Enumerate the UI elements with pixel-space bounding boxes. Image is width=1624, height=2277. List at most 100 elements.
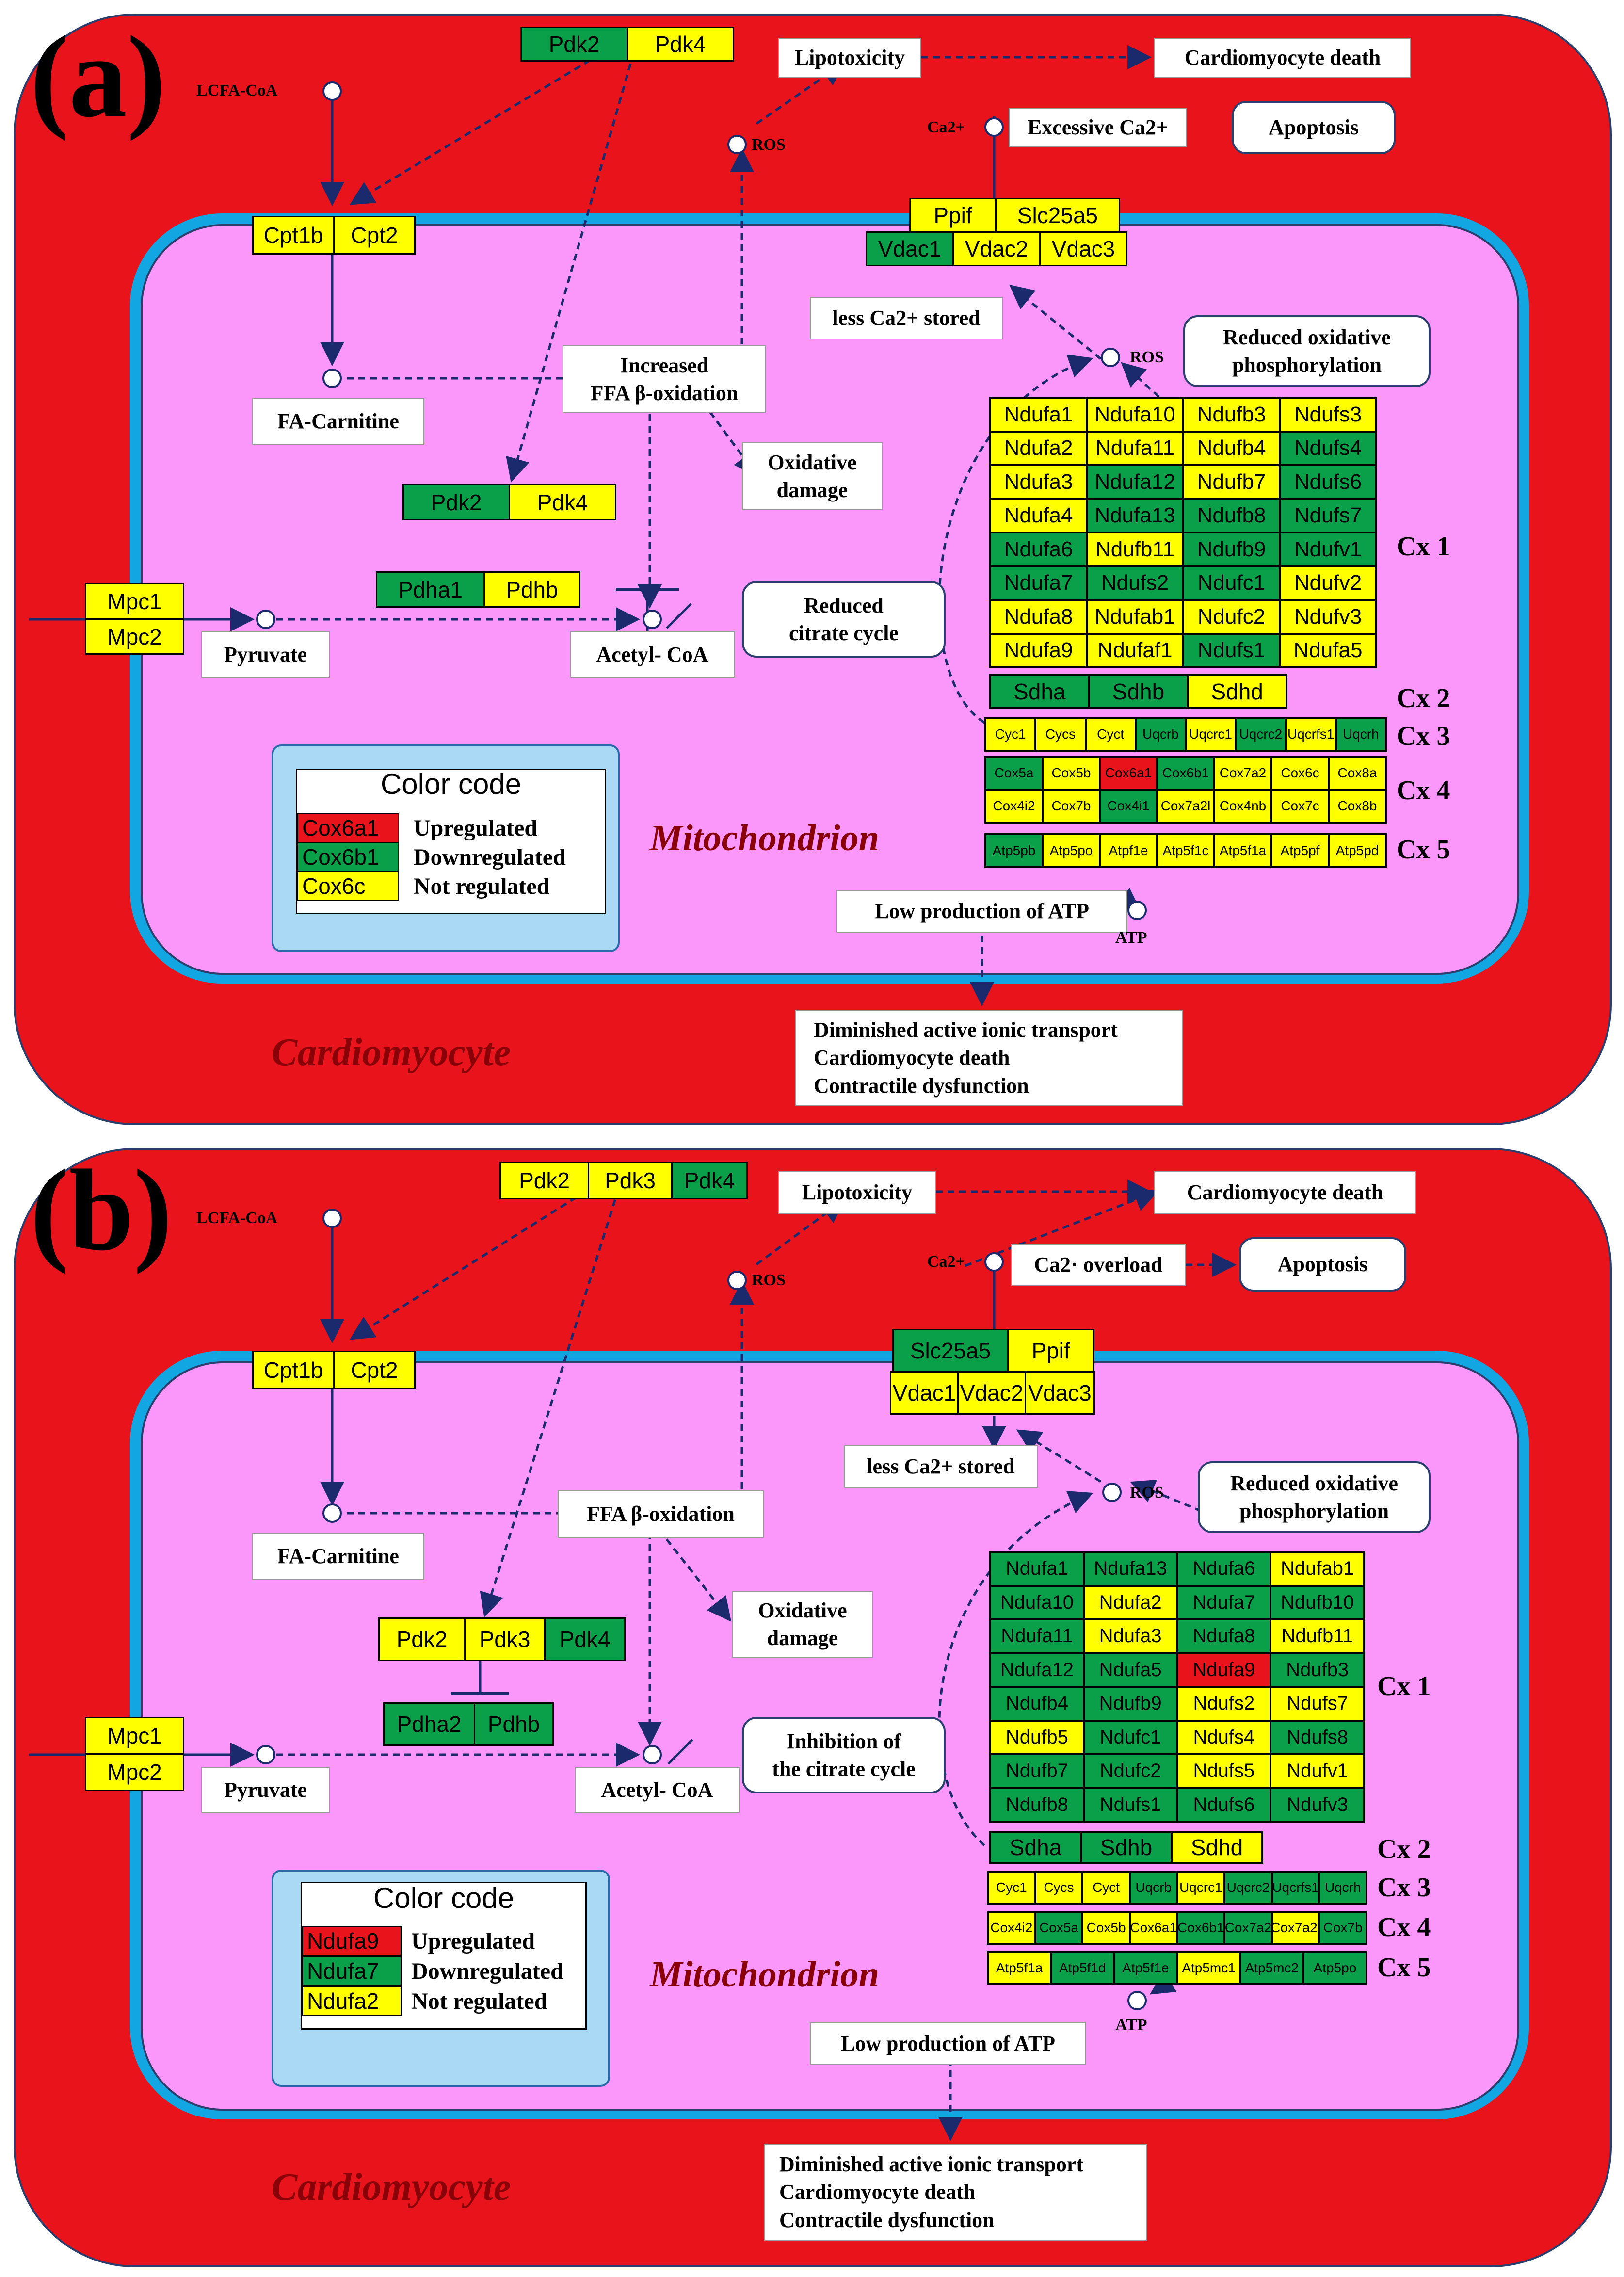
gene-cell: Ndufb11 bbox=[1270, 1619, 1364, 1653]
cardiomyocyte-label: Cardiomyocyte bbox=[272, 2166, 511, 2209]
gene-cell: Uqcrh bbox=[1319, 1872, 1367, 1904]
cx-label: Cx 3 bbox=[1377, 1873, 1431, 1903]
gene-cell: Cox7a2 bbox=[1214, 757, 1271, 790]
color-legend: Color code Cox6a1 Cox6b1 Cox6c Upregulat… bbox=[296, 768, 606, 914]
gene-cell: Ndufb10 bbox=[1270, 1585, 1364, 1619]
legend-title: Color code bbox=[373, 1882, 515, 1914]
legend-swatch-down: Ndufa7 bbox=[302, 1956, 402, 1986]
gene-cell: Ndufs4 bbox=[1177, 1720, 1271, 1754]
gene-cell: Atp5mc2 bbox=[1240, 1952, 1303, 1984]
legend-swatch-none: Ndufa2 bbox=[302, 1986, 402, 2016]
legend-label: Downregulated bbox=[414, 844, 566, 870]
gene-cell: Atpf1e bbox=[1100, 834, 1157, 867]
consequences-box: Diminished active ionic transport Cardio… bbox=[795, 1010, 1183, 1106]
gene-cell: Ndufa5 bbox=[1083, 1653, 1177, 1687]
gene-cell: Ndufa9 bbox=[990, 633, 1087, 667]
gene-cell: Uqcrb bbox=[1135, 718, 1186, 751]
gene-cell: Ndufs7 bbox=[1280, 499, 1376, 533]
gene-cell: Sdhd bbox=[1172, 1832, 1262, 1863]
gene-cell: Cox5a bbox=[1035, 1912, 1083, 1944]
gene-cell: Cycs bbox=[1035, 718, 1086, 751]
gene-cell: Sdhb bbox=[1081, 1832, 1172, 1863]
legend-label: Downregulated bbox=[411, 1958, 563, 1984]
legend-label: Not regulated bbox=[414, 873, 550, 899]
gene-cell: Ndufa12 bbox=[1087, 465, 1183, 499]
ca-label: Ca2+ bbox=[927, 118, 965, 136]
mitochondrion-label: Mitochondrion bbox=[650, 818, 880, 858]
gene-cell: Atp5f1e bbox=[1114, 1952, 1177, 1984]
apoptosis-box: Apoptosis bbox=[1239, 1237, 1406, 1292]
gene-box: Slc25a5 bbox=[995, 198, 1120, 233]
cardiomyocyte-death-box: Cardiomyocyte death bbox=[1154, 1171, 1416, 1214]
atp-label: ATP bbox=[1115, 2016, 1147, 2034]
gene-cell: Ndufs2 bbox=[1087, 566, 1183, 600]
reduced-oxphos-box: Reduced oxidative phosphorylation bbox=[1183, 315, 1431, 387]
gene-box: Pdhb bbox=[474, 1702, 554, 1746]
gene-box: Cpt1b bbox=[252, 1351, 335, 1389]
ffa-oxidation-box: Increased FFA β-oxidation bbox=[563, 345, 766, 413]
gene-box: Cpt1b bbox=[252, 216, 335, 255]
gene-cell: Ndufa5 bbox=[1280, 633, 1376, 667]
gene-cell: Atp5f1d bbox=[1051, 1952, 1114, 1984]
gene-cell: Ndufa11 bbox=[1087, 431, 1183, 465]
gene-cell: Cox7b bbox=[1043, 790, 1100, 823]
legend-label: Upregulated bbox=[414, 815, 538, 841]
gene-cell: Ndufa10 bbox=[990, 1585, 1084, 1619]
legend-swatch-down: Cox6b1 bbox=[297, 842, 399, 872]
gene-cell: Ndufs5 bbox=[1177, 1754, 1271, 1788]
gene-cell: Ndufc1 bbox=[1083, 1720, 1177, 1754]
gene-cell: Atp5mc1 bbox=[1177, 1952, 1240, 1984]
ros-label: ROS bbox=[752, 1271, 786, 1289]
gene-cell: Ndufb7 bbox=[1183, 465, 1280, 499]
gene-cell: Uqcrc2 bbox=[1236, 718, 1286, 751]
gene-cell: Ndufs7 bbox=[1270, 1687, 1364, 1721]
gene-cell: Ndufa1 bbox=[990, 1552, 1084, 1586]
gene-cell: Ndufs4 bbox=[1280, 431, 1376, 465]
legend-swatch-up: Cox6a1 bbox=[297, 813, 399, 843]
gene-cell: Atp5pb bbox=[985, 834, 1043, 867]
gene-box: Pdk2 bbox=[499, 1162, 589, 1199]
gene-cell: Ndufc2 bbox=[1083, 1754, 1177, 1788]
gene-cell: Ndufa3 bbox=[1083, 1619, 1177, 1653]
gene-box: Pdk2 bbox=[520, 27, 628, 62]
gene-cell: Cox5a bbox=[985, 757, 1043, 790]
gene-cell: Atp5pd bbox=[1329, 834, 1386, 867]
gene-cell: Ndufb9 bbox=[1083, 1687, 1177, 1721]
gene-cell: Cox4i2 bbox=[988, 1912, 1035, 1944]
cx-label: Cx 2 bbox=[1397, 683, 1450, 713]
gene-cell: Ndufa11 bbox=[990, 1619, 1084, 1653]
panel-label: (a) bbox=[30, 12, 166, 141]
gene-cell: Cox5b bbox=[1043, 757, 1100, 790]
cardiomyocyte-death-box: Cardiomyocyte death bbox=[1154, 38, 1411, 78]
gene-cell: Ndufb3 bbox=[1270, 1653, 1364, 1687]
gene-cell: Ndufb4 bbox=[990, 1687, 1084, 1721]
gene-cell: Cox6c bbox=[1271, 757, 1329, 790]
panel-a: (a) LCFA-CoA Pdk2 Pdk4 Lipotoxicity Card… bbox=[0, 0, 1624, 1138]
gene-box: Mpc2 bbox=[85, 618, 184, 655]
oxidative-damage-box: Oxidative damage bbox=[732, 1591, 873, 1658]
gene-box: Pdha2 bbox=[383, 1702, 475, 1746]
gene-cell: Ndufb8 bbox=[1183, 499, 1280, 533]
gene-cell: Ndufb4 bbox=[1183, 431, 1280, 465]
gene-box: Vdac2 bbox=[952, 231, 1041, 266]
gene-cell: Ndufa8 bbox=[1177, 1619, 1271, 1653]
gene-box: Ppif bbox=[909, 198, 997, 233]
gene-cell: Atp5f1c bbox=[1157, 834, 1214, 867]
gene-cell: Ndufs6 bbox=[1280, 465, 1376, 499]
gene-cell: Cyct bbox=[1082, 1872, 1130, 1904]
legend-title: Color code bbox=[380, 768, 522, 800]
gene-box: Pdk4 bbox=[544, 1617, 626, 1661]
cx-label: Cx 2 bbox=[1377, 1834, 1431, 1864]
gene-cell: Sdhb bbox=[1089, 675, 1188, 708]
gene-box: Ppif bbox=[1007, 1329, 1094, 1373]
pathway-arrows bbox=[29, 29, 1160, 1006]
legend-label: Upregulated bbox=[411, 1928, 535, 1954]
gene-cell: Ndufa6 bbox=[990, 533, 1087, 566]
gene-box: Mpc2 bbox=[85, 1753, 184, 1791]
gene-box: Pdk4 bbox=[671, 1162, 748, 1199]
